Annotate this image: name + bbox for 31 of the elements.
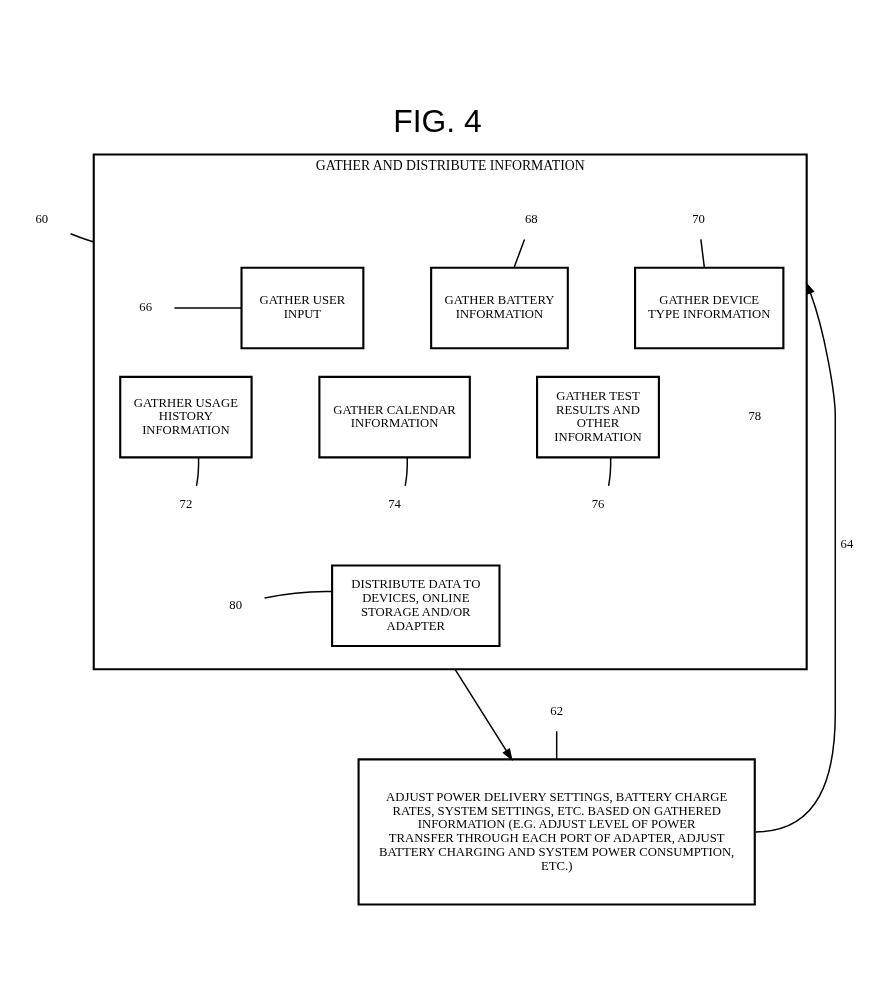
node-box: DISTRIBUTE DATA TO DEVICES, ONLINE STORAGE AND/OR ADAPTER [330, 563, 501, 647]
node-box: GATHER TEST RESULTS AND OTHER INFORMATION [535, 375, 660, 458]
arrow [754, 281, 836, 833]
connector [173, 306, 242, 309]
connector [555, 729, 557, 760]
node-box: GATHER CALENDAR INFORMATION [317, 375, 471, 458]
node-box: GATRHER USAGE HISTORY INFORMATION [118, 375, 253, 458]
arrow [453, 668, 513, 761]
edge-label: 64 [840, 536, 853, 551]
node-text: 72 [179, 496, 192, 511]
connector [195, 456, 199, 487]
node-box: GATHER DEVICE TYPE INFORMATION [633, 266, 784, 349]
connector [263, 590, 333, 599]
connector [403, 456, 408, 487]
node-box: ADJUST POWER DELIVERY SETTINGS, BATTERY CHARGE RATES, SYSTEM SETTINGS, ETC. BASED ON GATHERED INFORMATION (E.G. ADJUST LEVEL OF POWER TRANSFER THROUGH EACH PORT OF ADAPTER, ADJUST BATTERY CHARGING AND SYSTEM POWER CONSUMPTION, ETC.) [357, 757, 756, 905]
node-text: 76 [591, 496, 604, 511]
node-box: GATHER USER INPUT [239, 266, 364, 349]
node-text: 80 [228, 597, 242, 612]
node-text: 66 [138, 299, 152, 314]
node-text: 60 [34, 211, 48, 226]
diagram-title: FIG. 4 [392, 102, 482, 139]
node-text: 62 [549, 703, 563, 718]
node-text: 70 [691, 211, 705, 226]
connector [69, 232, 94, 243]
node-text: 74 [387, 496, 401, 511]
connector [512, 238, 525, 268]
node-box: GATHER BATTERY INFORMATION [429, 266, 569, 349]
connector [607, 456, 611, 487]
label: 78 [747, 408, 761, 423]
connector [699, 238, 705, 268]
node-text: 68 [524, 211, 538, 226]
